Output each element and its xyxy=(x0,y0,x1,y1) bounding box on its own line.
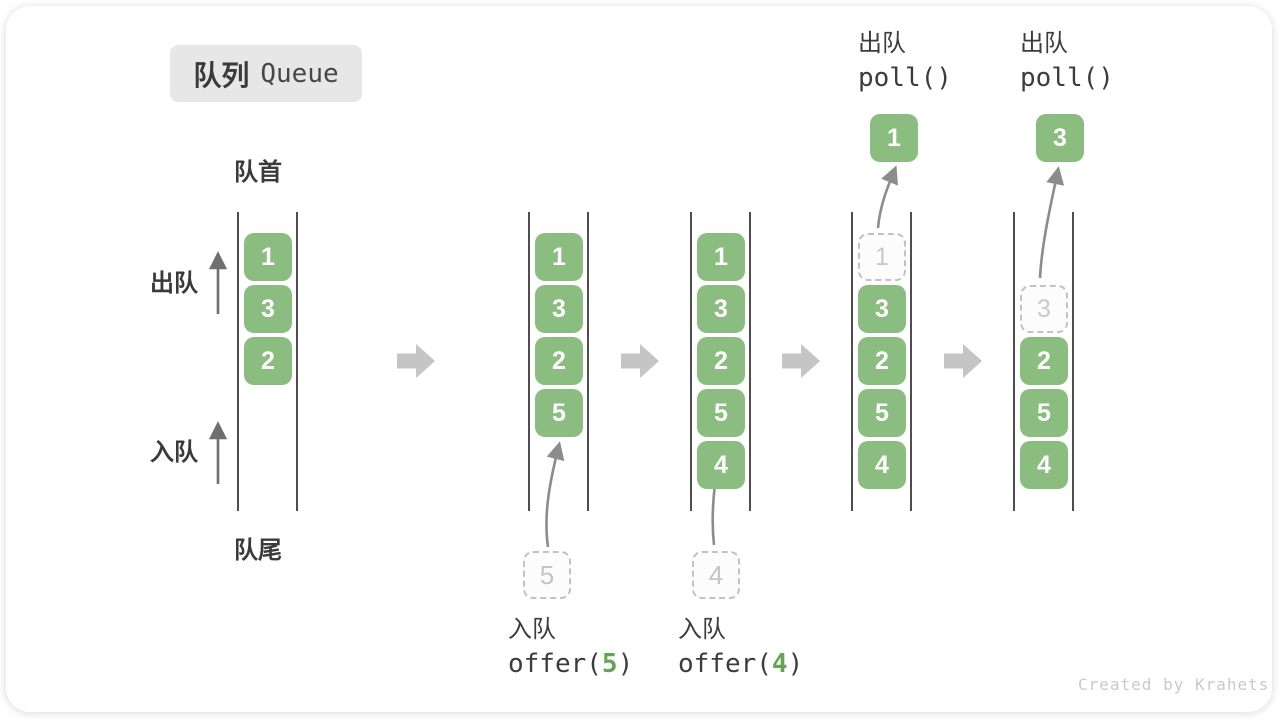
queue-wall-left xyxy=(851,212,853,511)
flow-arrow-icon xyxy=(944,344,982,378)
queue-wall-left xyxy=(1013,212,1015,511)
queue-cell: 5 xyxy=(858,389,906,437)
offer-code-pre: offer( xyxy=(508,649,602,679)
poll-operation-header-1: 出队 poll() xyxy=(858,28,952,96)
queue-front-label: 队首 xyxy=(234,159,282,186)
poll-code: poll() xyxy=(858,63,952,93)
queue-wall-right xyxy=(1072,212,1074,511)
title-english: Queue xyxy=(260,58,339,89)
poll-label: 出队 xyxy=(858,30,906,57)
queue-cell: 2 xyxy=(697,337,745,385)
removed-element-box: 3 xyxy=(1036,114,1084,162)
offer-label: 入队 xyxy=(508,616,556,643)
dequeue-label: 出队 xyxy=(150,270,198,297)
offer-code-post: ) xyxy=(617,649,634,679)
pending-element-box: 5 xyxy=(523,551,571,599)
queue-wall-right xyxy=(296,212,298,511)
queue-cell: 4 xyxy=(1020,441,1068,489)
queue-cell: 2 xyxy=(1020,337,1068,385)
diagram-title-box: 队列 Queue xyxy=(170,45,362,102)
queue-cell: 1 xyxy=(535,233,583,281)
offer-code: offer(4) xyxy=(678,646,803,682)
queue-wall-right xyxy=(910,212,912,511)
queue-cell: 1 xyxy=(697,233,745,281)
offer-operation-caption-2: 入队 offer(4) xyxy=(678,614,803,682)
queue-cell: 3 xyxy=(535,285,583,333)
offer-code-arg: 5 xyxy=(601,649,618,679)
offer-code-pre: offer( xyxy=(678,649,772,679)
title-chinese: 队列 xyxy=(193,59,250,91)
queue-cell: 2 xyxy=(244,337,292,385)
queue-wall-right xyxy=(749,212,751,511)
flow-arrow-icon xyxy=(782,344,820,378)
poll-label: 出队 xyxy=(1020,30,1068,57)
queue-cell-ghost: 3 xyxy=(1020,285,1068,333)
enqueue-label: 入队 xyxy=(150,439,198,466)
queue-cell-ghost: 1 xyxy=(858,233,906,281)
offer-label: 入队 xyxy=(678,616,726,643)
queue-wall-left xyxy=(690,212,692,511)
queue-cell: 2 xyxy=(535,337,583,385)
poll-code: poll() xyxy=(1020,63,1114,93)
flow-arrow-icon xyxy=(621,344,659,378)
queue-cell: 3 xyxy=(697,285,745,333)
dequeue-curve-arrow-icon xyxy=(1038,166,1065,279)
dequeue-curve-arrow-icon xyxy=(876,165,898,229)
dequeue-direction-arrow-icon xyxy=(208,251,228,314)
queue-cell: 5 xyxy=(535,389,583,437)
queue-wall-left xyxy=(528,212,530,511)
queue-cell: 1 xyxy=(244,233,292,281)
queue-cell: 5 xyxy=(697,389,745,437)
offer-code-post: ) xyxy=(787,649,804,679)
offer-operation-caption-1: 入队 offer(5) xyxy=(508,614,633,682)
queue-cell: 3 xyxy=(858,285,906,333)
enqueue-curve-arrow-icon xyxy=(545,441,565,548)
queue-rear-label: 队尾 xyxy=(234,537,282,564)
offer-code: offer(5) xyxy=(508,646,633,682)
queue-wall-left xyxy=(237,212,239,511)
queue-wall-right xyxy=(587,212,589,511)
poll-operation-header-2: 出队 poll() xyxy=(1020,28,1114,96)
enqueue-direction-arrow-icon xyxy=(208,421,228,484)
pending-element-box: 4 xyxy=(692,551,740,599)
queue-cell: 5 xyxy=(1020,389,1068,437)
removed-element-box: 1 xyxy=(870,114,918,162)
queue-cell: 2 xyxy=(858,337,906,385)
flow-arrow-icon xyxy=(397,344,435,378)
queue-cell: 4 xyxy=(697,441,745,489)
queue-cell: 4 xyxy=(858,441,906,489)
offer-code-arg: 4 xyxy=(771,649,788,679)
queue-cell: 3 xyxy=(244,285,292,333)
watermark: Created by Krahets xyxy=(1078,675,1270,694)
